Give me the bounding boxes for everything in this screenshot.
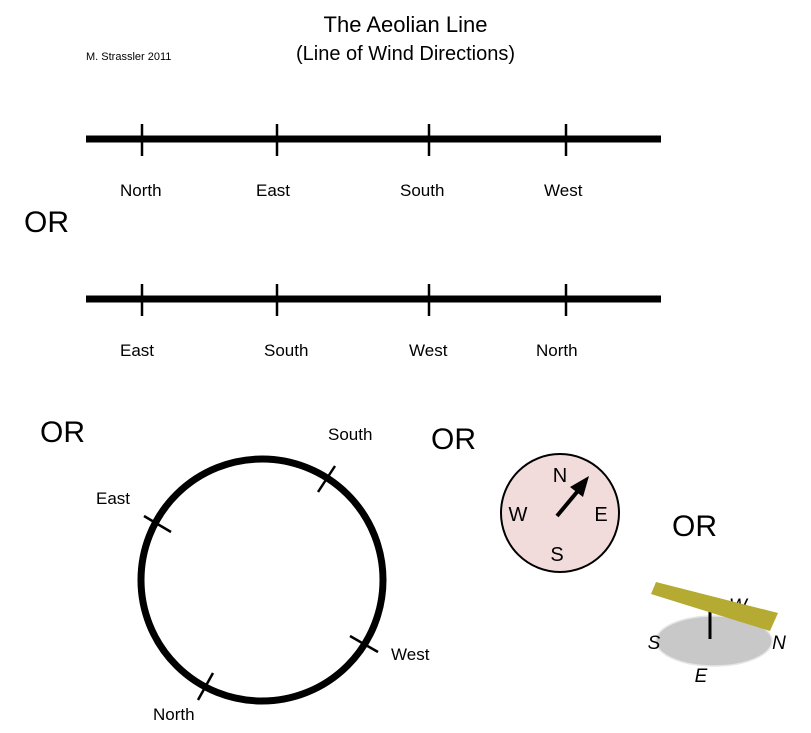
or-label-1: OR [24, 206, 69, 239]
compass-label-e: E [594, 504, 607, 526]
line-2-label-north: North [536, 341, 578, 360]
line-1-label-south: South [400, 181, 445, 200]
line-1-label-east: East [256, 181, 291, 200]
circle-tick-west [349, 634, 379, 654]
circle-tick-north [196, 672, 215, 701]
page-title: The Aeolian Line [323, 12, 488, 37]
vane-label-e: E [695, 666, 708, 687]
page-subtitle: (Line of Wind Directions) [296, 43, 515, 65]
vane-label-n: N [772, 633, 786, 654]
compass-label-n: N [553, 465, 567, 487]
or-label-4: OR [672, 510, 717, 543]
compass-label-w: W [509, 504, 528, 526]
vane-base [655, 615, 773, 667]
line-2-label-east: East [120, 341, 155, 360]
line-2-label-west: West [409, 341, 448, 360]
or-label-3: OR [431, 423, 476, 456]
circle-label-east: East [96, 489, 131, 508]
line-1-label-north: North [120, 181, 162, 200]
vane-blade [651, 582, 778, 631]
line-2-label-south: South [264, 341, 309, 360]
circle-ring [137, 455, 387, 705]
circle-label-south: South [328, 425, 373, 444]
line-1-label-west: West [544, 181, 583, 200]
compass-label-s: S [550, 544, 563, 566]
circle-label-west: West [391, 645, 430, 664]
compass-arrowhead [570, 476, 589, 497]
circle-tick-east [143, 514, 172, 534]
vane-label-s: S [648, 633, 661, 654]
or-label-2: OR [40, 416, 85, 449]
credit-text: M. Strassler 2011 [86, 51, 172, 63]
circle-tick-south [316, 465, 337, 493]
circle-label-north: North [153, 705, 195, 724]
